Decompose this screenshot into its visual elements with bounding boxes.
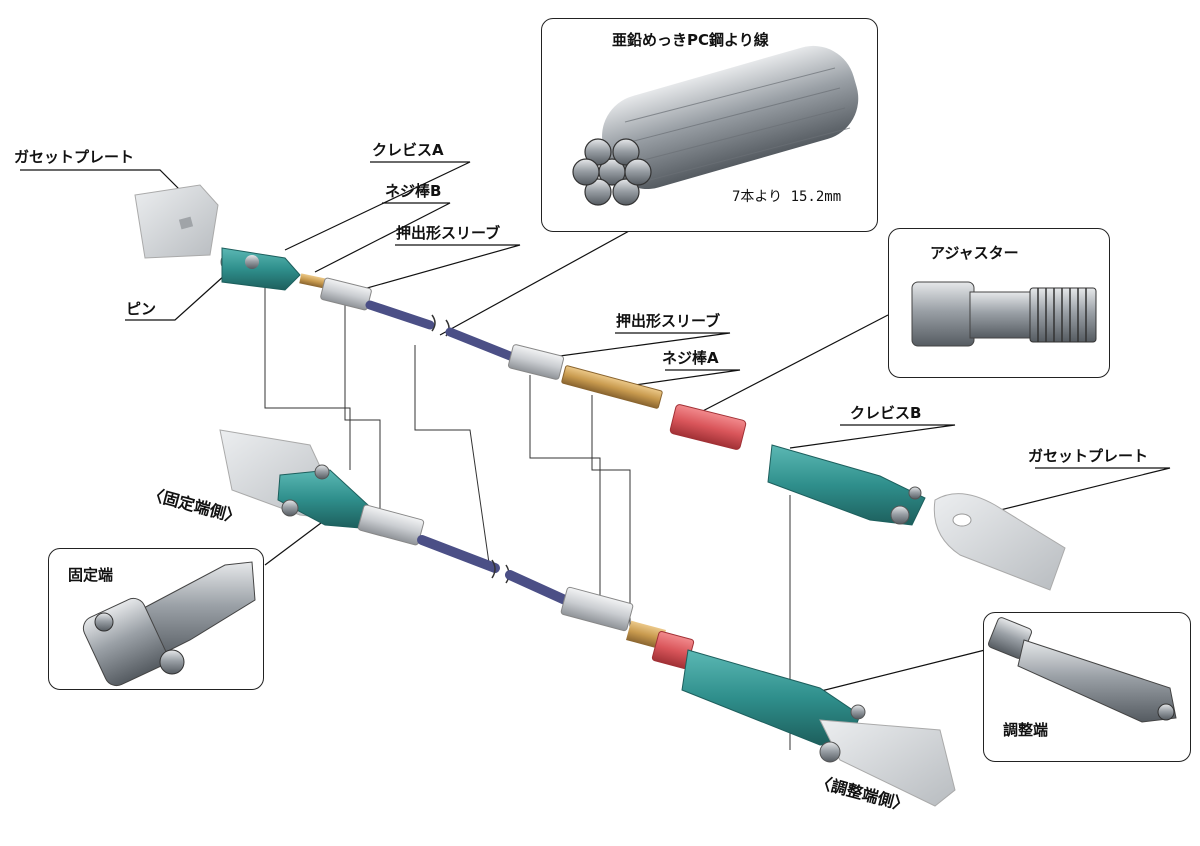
adjuster-part	[669, 404, 747, 450]
clevis-b	[767, 444, 926, 526]
label-pin: ピン	[126, 300, 157, 318]
leader-sleeve-top	[359, 244, 521, 291]
sleeve-fixed	[357, 504, 425, 546]
adjust-end-art	[988, 617, 1177, 723]
leader-gusset-right	[979, 467, 1171, 516]
strand-art	[572, 45, 859, 206]
strand-inset-title: 亜鉛めっきPC鋼より線	[612, 31, 769, 49]
leader-adjuster	[694, 314, 889, 416]
leader-screw-b	[314, 202, 451, 273]
leader-strand	[439, 224, 641, 336]
leader-sleeve-mid	[544, 332, 731, 359]
connector-rod-a	[591, 395, 631, 640]
label-screw-rod-a: ネジ棒A	[662, 349, 719, 367]
fixed-end-art	[82, 561, 256, 687]
label-clevis-b: クレビスB	[850, 404, 922, 422]
gusset-plate-left	[134, 184, 219, 259]
sleeve-top	[320, 277, 372, 311]
connector-sleeve-mid	[529, 375, 601, 610]
label-extruded-sleeve-mid: 押出形スリーブ	[616, 312, 721, 330]
assembled-view	[219, 429, 956, 807]
connector-clevis-a	[264, 285, 351, 470]
label-gusset-plate-left: ガセットプレート	[14, 148, 135, 166]
leader-pin	[125, 274, 226, 321]
label-screw-rod-b: ネジ棒B	[385, 182, 442, 200]
cable-top-2	[445, 327, 515, 361]
clevis-a	[221, 247, 301, 291]
leader-fixed-end	[264, 519, 326, 566]
adjust-end-inset-title: 調整端	[1003, 721, 1049, 739]
adjuster-inset-title: アジャスター	[930, 244, 1019, 262]
leader-clevis-b	[789, 424, 956, 449]
connector-sleeve-top	[344, 305, 381, 520]
sleeve-mid	[508, 344, 564, 380]
adjuster-art	[911, 281, 1097, 347]
leader-adjust-end	[804, 649, 986, 696]
sleeve-adjust	[560, 586, 634, 632]
connector-cable	[414, 345, 491, 571]
label-gusset-plate-right: ガセットプレート	[1028, 447, 1149, 465]
leader-lines	[20, 161, 1171, 696]
exploded-assembly	[134, 184, 1066, 591]
leader-clevis-a	[284, 161, 471, 251]
label-extruded-sleeve-top: 押出形スリーブ	[396, 224, 501, 242]
connector-lines	[264, 285, 791, 750]
screw-rod-b	[299, 273, 327, 289]
label-clevis-a: クレビスA	[372, 141, 444, 159]
strand-inset-spec: 7本より 15.2mm	[732, 189, 842, 205]
leader-rod-a	[599, 369, 741, 391]
cable-top-1	[365, 300, 435, 330]
fixed-end-inset-title: 固定端	[68, 566, 114, 584]
screw-rod-a	[561, 365, 663, 409]
